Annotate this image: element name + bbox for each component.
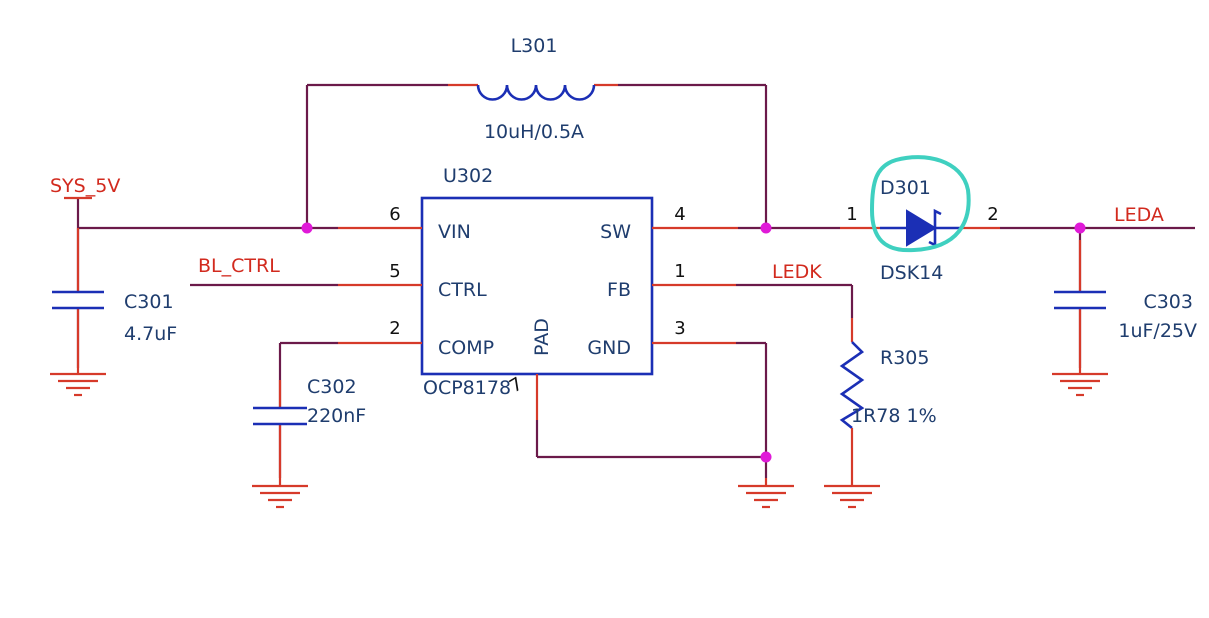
resistor-zigzag-icon <box>839 341 865 430</box>
diode-pin-number-cathode: 2 <box>987 204 998 225</box>
diode-part-number: DSK14 <box>880 262 943 284</box>
pin-number-fb: 1 <box>674 261 685 282</box>
inductor-value: 10uH/0.5A <box>484 121 584 143</box>
ground-icon <box>50 368 106 397</box>
ic-pin-label-sw: SW <box>600 221 631 243</box>
ic-pin-label-gnd: GND <box>587 337 631 359</box>
ic-pin-label-vin: VIN <box>438 221 471 243</box>
wires <box>76 83 1195 478</box>
net-label-ledk: LEDK <box>772 261 822 283</box>
ground-icon <box>252 478 308 509</box>
pin-number-ctrl: 5 <box>389 261 400 282</box>
capacitor-c302: C302 220nF <box>253 376 366 478</box>
net-label-bl-ctrl: BL_CTRL <box>198 255 280 277</box>
ic-pin-label-ctrl: CTRL <box>438 279 487 301</box>
schottky-diode-icon <box>906 209 937 247</box>
inductor-designator: L301 <box>511 35 558 57</box>
ic-u302: VIN CTRL COMP SW FB GND PAD 6 5 2 4 1 3 … <box>338 165 738 420</box>
junction-dot <box>1074 222 1086 234</box>
c301-value: 4.7uF <box>124 323 177 345</box>
r305-designator: R305 <box>880 347 929 369</box>
capacitor-c303: C303 1uF/25V <box>1054 240 1197 368</box>
capacitor-c301: C301 4.7uF <box>52 228 177 368</box>
ground-symbols <box>50 368 1108 509</box>
ground-icon <box>1052 368 1108 397</box>
junction-dot <box>760 222 772 234</box>
inductor-coil-icon <box>476 84 596 101</box>
junctions <box>301 222 1086 463</box>
pin-number-sw: 4 <box>674 204 685 225</box>
pin-number-comp: 2 <box>389 318 400 339</box>
ic-pin-label-fb: FB <box>607 279 631 301</box>
pin-number-vin: 6 <box>389 204 400 225</box>
annotation-circle <box>869 155 971 253</box>
c301-designator: C301 <box>124 291 174 313</box>
power-port-sys-5v: SYS_5V <box>50 175 120 200</box>
ic-part-number: OCP8178 <box>423 377 511 399</box>
ic-pin-label-comp: COMP <box>438 337 494 359</box>
junction-dot <box>301 222 313 234</box>
net-label-sys-5v: SYS_5V <box>50 175 120 197</box>
c303-value: 1uF/25V <box>1118 320 1197 342</box>
resistor-r305: R305 1R78 1% <box>839 318 937 484</box>
ground-icon <box>738 478 794 509</box>
net-label-leda: LEDA <box>1114 204 1164 226</box>
diode-pin-number-anode: 1 <box>846 204 857 225</box>
c303-designator: C303 <box>1143 291 1193 313</box>
junction-dot <box>760 451 772 463</box>
inductor-l301: L301 10uH/0.5A <box>448 35 618 143</box>
diode-designator: D301 <box>880 177 931 199</box>
diode-cathode-bar <box>928 208 942 248</box>
c302-value: 220nF <box>307 405 366 427</box>
ic-designator: U302 <box>443 165 493 187</box>
ground-icon <box>824 484 880 509</box>
r305-value: 1R78 1% <box>851 405 937 427</box>
c302-designator: C302 <box>307 376 357 398</box>
diode-d301: 1 2 D301 DSK14 <box>840 155 1000 284</box>
ic-pin-label-pad: PAD <box>531 318 553 356</box>
pin-number-gnd: 3 <box>674 318 685 339</box>
